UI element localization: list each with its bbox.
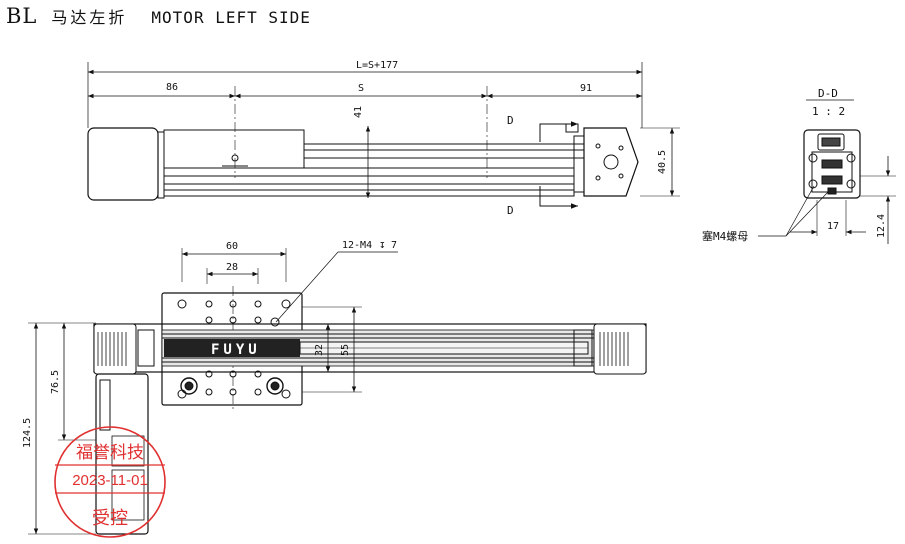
section-title: D-D (818, 87, 838, 100)
dim-body-width: 55 (340, 344, 351, 356)
plan-view (28, 248, 647, 535)
brand-logo: FUYU (211, 342, 261, 358)
hole-depth: 7 (391, 240, 397, 251)
stamp-mark: 受控 (92, 508, 128, 529)
dim-section-height: 12.4 (876, 214, 887, 238)
dim-mount-pitch: 28 (226, 262, 238, 273)
dim-rail-width: 32 (314, 344, 325, 356)
title-english: MOTOR LEFT SIDE (151, 8, 311, 27)
depth-symbol: ↧ (379, 238, 386, 251)
control-stamp: 福誉科技 2023-11-01 受控 (54, 426, 166, 538)
section-scale: 1 : 2 (812, 105, 845, 118)
section-dd-view (758, 99, 896, 244)
section-marker-bottom: D (507, 204, 514, 217)
dim-motor-offset: 76.5 (50, 370, 61, 394)
mount-holes (177, 299, 291, 399)
nut-label: 塞M4螺母 (702, 229, 748, 243)
hole-callout: 12-M4 (342, 240, 372, 251)
stamp-company: 福誉科技 (76, 443, 144, 463)
dim-stroke: S (358, 83, 364, 94)
dim-side-height: 40.5 (657, 150, 668, 174)
drawing-header: BL 马达左折 MOTOR LEFT SIDE (6, 4, 311, 32)
dim-carriage-height: 41 (353, 106, 364, 118)
section-marker-top: D (507, 114, 514, 127)
dim-overall-length: L=S+177 (356, 60, 398, 71)
dim-right-length: 91 (580, 83, 592, 94)
dim-total-height: 124.5 (22, 418, 33, 448)
title-chinese: 马达左折 (51, 8, 128, 27)
dim-left-length: 86 (166, 82, 178, 93)
side-view (87, 62, 680, 209)
model-code: BL (6, 4, 38, 28)
stamp-date: 2023-11-01 (72, 472, 148, 489)
dim-section-width: 17 (827, 221, 839, 232)
dim-mount-width: 60 (226, 241, 238, 252)
